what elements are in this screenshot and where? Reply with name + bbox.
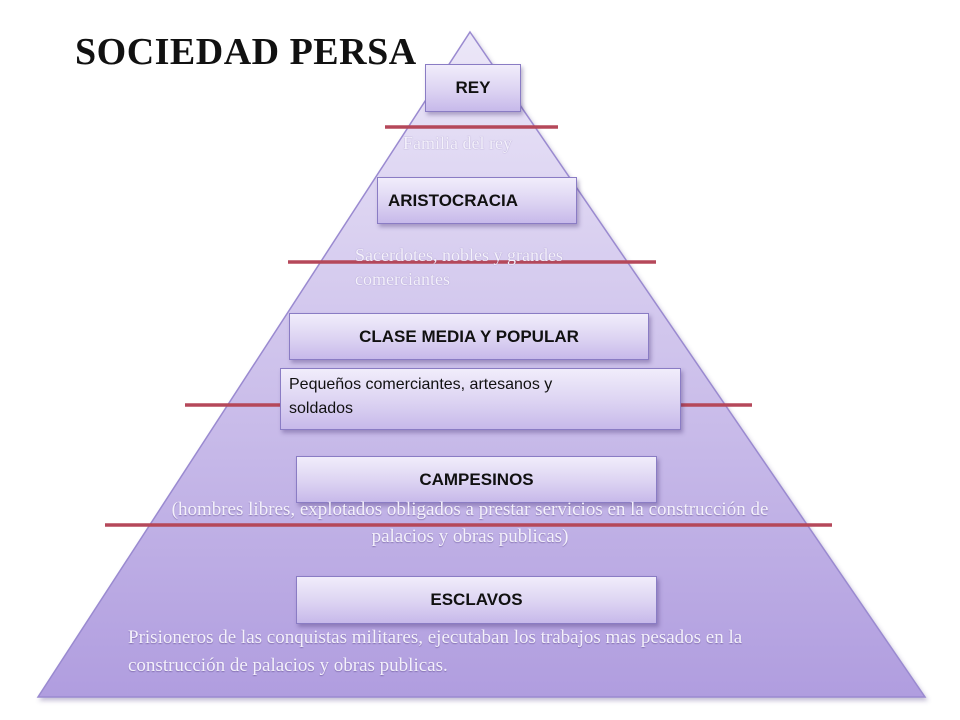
level-campesinos-box: CAMPESINOS <box>296 456 657 503</box>
aristocracia-note: Sacerdotes, nobles y grandes comerciante… <box>355 245 563 289</box>
level-rey-box: REY <box>425 64 521 112</box>
rey-note: Familia del rey <box>403 133 512 153</box>
level-esclavos-box: ESCLAVOS <box>296 576 657 624</box>
level-aristocracia-box: ARISTOCRACIA <box>377 177 577 224</box>
level-clase-media-box: CLASE MEDIA Y POPULAR <box>289 313 649 360</box>
page-title: SOCIEDAD PERSA <box>75 31 417 73</box>
pyramid-shape <box>36 30 927 698</box>
campesinos-note: (hombres libres, explotados obligados a … <box>171 499 769 547</box>
esclavos-note: Prisioneros de las conquistas militares,… <box>128 627 743 676</box>
clase-media-note-box: Pequeños comerciantes, artesanos y solda… <box>280 368 681 430</box>
